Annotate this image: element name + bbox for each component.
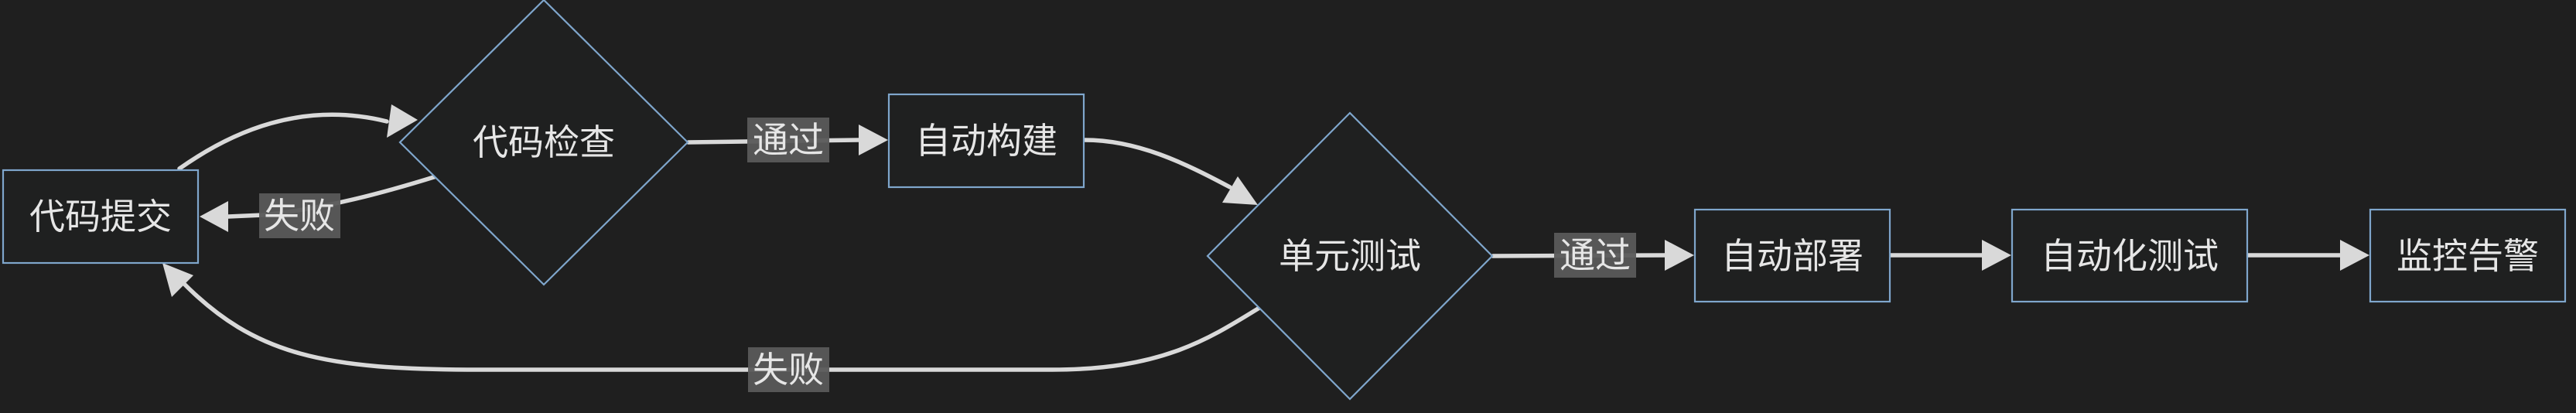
edge-autotest-to-monitor <box>2246 240 2369 271</box>
node-auto-build: 自动构建 <box>887 93 1085 189</box>
node-code-submit: 代码提交 <box>2 169 200 265</box>
node-auto-deploy: 自动部署 <box>1693 208 1891 303</box>
edge-build-to-unit <box>1082 138 1258 205</box>
edge-unit-to-submit-fail <box>162 263 1262 372</box>
svg-text:自动化测试: 自动化测试 <box>2041 235 2219 277</box>
node-code-check: 代码检查 <box>398 0 689 286</box>
svg-text:代码提交: 代码提交 <box>29 196 172 237</box>
svg-text:通过: 通过 <box>753 119 824 161</box>
edge-label-unit-fail: 失败 <box>748 347 829 392</box>
edge-label-check-fail: 失败 <box>259 193 340 238</box>
edge-label-check-pass: 通过 <box>747 118 829 162</box>
svg-text:自动部署: 自动部署 <box>1721 235 1864 277</box>
svg-text:通过: 通过 <box>1560 234 1631 276</box>
edge-deploy-to-autotest <box>1888 240 2011 271</box>
node-automated-test: 自动化测试 <box>2011 208 2249 303</box>
node-monitor-alert: 监控告警 <box>2369 208 2567 303</box>
svg-text:单元测试: 单元测试 <box>1279 235 1421 277</box>
node-unit-test: 单元测试 <box>1206 111 1494 401</box>
svg-text:自动构建: 自动构建 <box>915 120 1057 162</box>
edge-submit-to-check <box>177 104 418 171</box>
svg-text:监控告警: 监控告警 <box>2397 235 2539 277</box>
edge-label-unit-pass: 通过 <box>1554 233 1636 278</box>
svg-text:代码检查: 代码检查 <box>473 121 615 163</box>
svg-text:失败: 失败 <box>264 195 335 237</box>
svg-text:失败: 失败 <box>753 349 824 391</box>
